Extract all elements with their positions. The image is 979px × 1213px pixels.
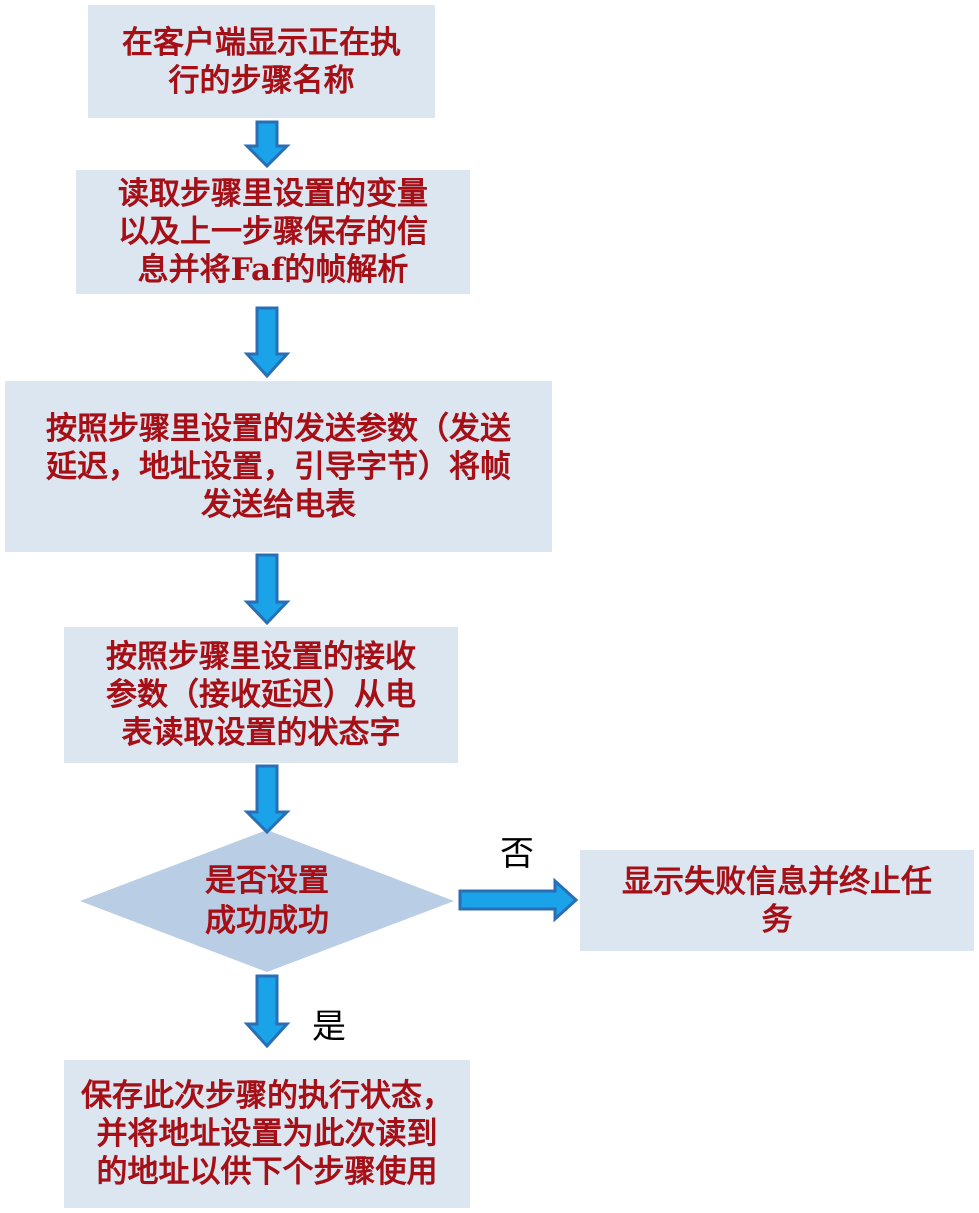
step-2-line-2: 以及上一步骤保存的信 bbox=[118, 214, 428, 250]
step-2-line-3: 息并将Faf的帧解析 bbox=[137, 252, 409, 288]
step-4-line-3: 表读取设置的状态字 bbox=[121, 715, 401, 751]
failure-box: 显示失败信息并终止任 务 bbox=[580, 850, 974, 951]
decision-node: 是否设置 成功成功 bbox=[80, 830, 454, 972]
arrow-down-3 bbox=[243, 553, 291, 626]
arrow-down-4 bbox=[243, 764, 291, 835]
branch-label-no: 否 bbox=[500, 834, 534, 874]
arrow-down-1 bbox=[243, 120, 291, 169]
step-3-line-1: 按照步骤里设置的发送参数（发送 bbox=[46, 410, 511, 447]
step-1-line-2: 行的步骤名称 bbox=[168, 62, 355, 99]
failure-line-2: 务 bbox=[761, 901, 793, 938]
success-line-3: 的地址以供下个步骤使用 bbox=[96, 1154, 438, 1190]
step-3-line-3: 发送给电表 bbox=[201, 486, 356, 523]
arrow-down-2 bbox=[243, 306, 291, 379]
step-4-line-1: 按照步骤里设置的接收 bbox=[106, 639, 416, 675]
step-4-line-2: 参数（接收延迟）从电 bbox=[106, 677, 416, 713]
branch-label-yes: 是 bbox=[312, 1007, 346, 1047]
success-box: 保存此次步骤的执行状态， 并将地址设置为此次读到 的地址以供下个步骤使用 bbox=[64, 1060, 470, 1208]
step-4-box: 按照步骤里设置的接收 参数（接收延迟）从电 表读取设置的状态字 bbox=[64, 627, 458, 763]
step-2-line-1: 读取步骤里设置的变量 bbox=[118, 176, 428, 212]
decision-text: 是否设置 成功成功 bbox=[80, 830, 454, 972]
step-2-box: 读取步骤里设置的变量 以及上一步骤保存的信 息并将Faf的帧解析 bbox=[76, 170, 470, 294]
success-line-2: 并将地址设置为此次读到 bbox=[96, 1116, 438, 1152]
step-1-line-1: 在客户端显示正在执 bbox=[122, 24, 401, 61]
decision-line-2: 成功成功 bbox=[205, 903, 329, 939]
step-3-box: 按照步骤里设置的发送参数（发送 延迟，地址设置，引导字节）将帧 发送给电表 bbox=[5, 381, 552, 552]
step-3-line-2: 延迟，地址设置，引导字节）将帧 bbox=[46, 448, 511, 485]
failure-line-1: 显示失败信息并终止任 bbox=[622, 863, 932, 900]
step-1-box: 在客户端显示正在执 行的步骤名称 bbox=[88, 5, 435, 118]
arrow-down-5 bbox=[243, 974, 291, 1049]
decision-line-1: 是否设置 bbox=[205, 863, 329, 899]
arrow-right-no bbox=[458, 877, 579, 923]
success-line-1: 保存此次步骤的执行状态， bbox=[81, 1078, 453, 1114]
